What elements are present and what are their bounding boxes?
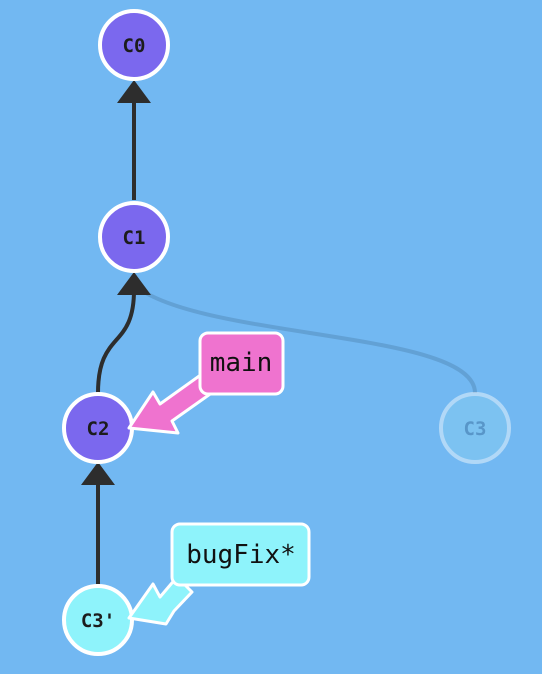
- commit-c3-prime-label: C3': [81, 610, 115, 632]
- edge-c2-to-c1: [96, 289, 136, 394]
- commit-c0[interactable]: C0: [98, 9, 170, 81]
- commit-c2[interactable]: C2: [62, 392, 134, 464]
- arrowhead-c1: [117, 272, 151, 295]
- edge-c3-to-c1: [132, 283, 477, 394]
- branch-bugfix-label: bugFix*: [186, 540, 296, 570]
- commit-c1-label: C1: [123, 227, 146, 249]
- commit-c2-label: C2: [87, 418, 110, 440]
- branch-main-label: main: [210, 348, 273, 378]
- branch-bugfix[interactable]: bugFix*: [170, 522, 311, 587]
- commit-c3-label: C3: [464, 418, 487, 440]
- arrowhead-c2: [81, 462, 115, 485]
- commit-c1[interactable]: C1: [98, 201, 170, 273]
- branch-main[interactable]: main: [198, 331, 285, 396]
- commit-c3-ghost[interactable]: C3: [439, 392, 511, 464]
- commit-c0-label: C0: [123, 35, 146, 57]
- arrowhead-c0: [117, 80, 151, 103]
- commit-c3-prime[interactable]: C3': [62, 584, 134, 656]
